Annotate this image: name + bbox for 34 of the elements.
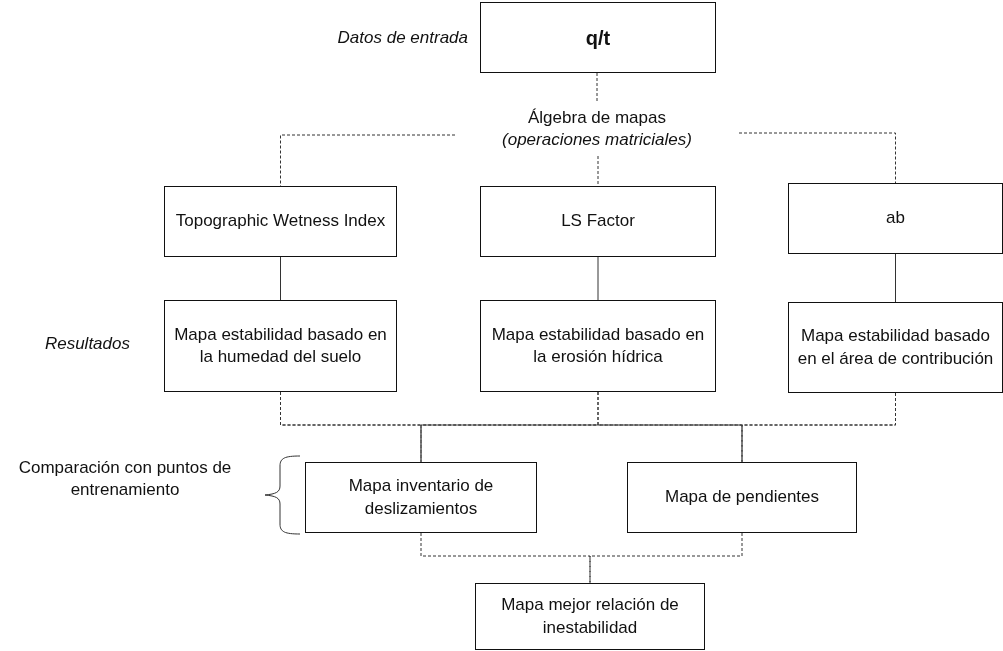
connector-line [280,256,281,301]
process-box [164,186,397,257]
node-text: Mapa estabilidad basado en la erosión hídrica [490,323,706,368]
node-text: Mapa mejor relación de inestabilidad [500,594,680,639]
process-box [480,300,716,392]
node-text: Topographic Wetness Index [175,210,386,233]
node-text: Mapa estabilidad basado en la humedad del suelo [173,323,388,368]
node-text: Mapa de pendientes [664,486,820,509]
process-box [305,462,537,533]
process-box [480,2,716,73]
process-box [788,183,1003,254]
process-box [480,186,716,257]
connector-line [597,391,743,463]
process-box [788,302,1003,393]
connector-line [895,253,896,303]
connector-line [596,72,598,103]
note-label: Comparación con puntos de entrenamiento [17,457,233,502]
node-text: LS Factor [561,210,635,233]
node-text: Mapa inventario de deslizamientos [347,475,495,520]
connector-line [589,532,743,584]
connector-line [741,392,896,463]
connector-line [597,155,599,187]
node-text: Mapa estabilidad basado en el área de contribución [796,325,995,370]
side-label: Datos de entrada [337,26,468,49]
connector-line [420,532,591,584]
process-box [164,300,397,392]
connector-line [597,256,599,301]
connector-line [738,132,896,184]
row-label: Resultados [43,333,130,355]
node-text: ab [886,207,905,230]
node-text: q/t [585,25,611,51]
process-box [475,583,705,650]
process-box [627,462,857,533]
connector-line [280,134,456,187]
